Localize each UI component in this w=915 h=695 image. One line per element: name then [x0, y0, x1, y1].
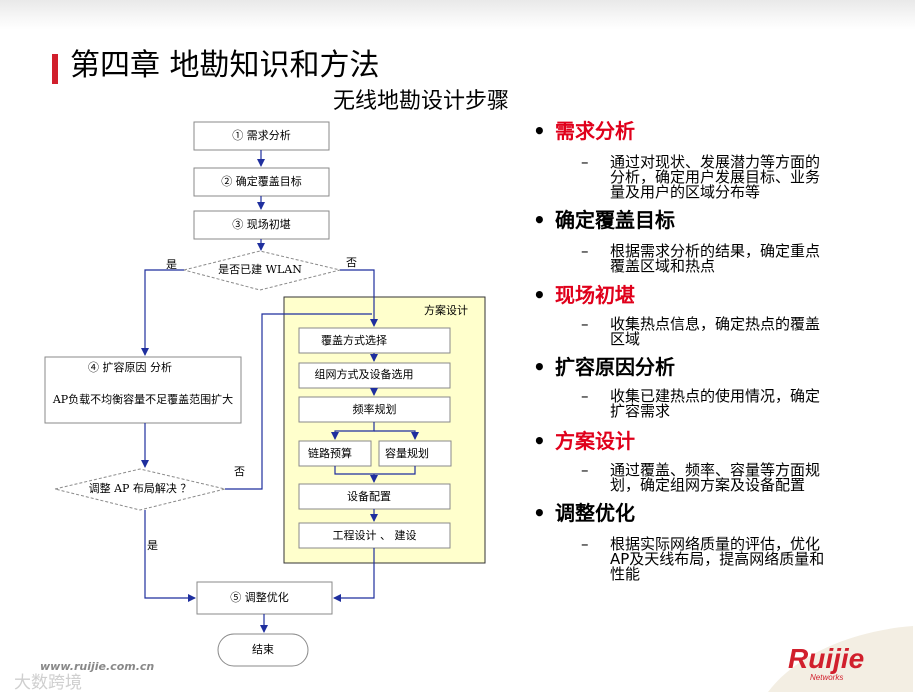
plan-step-3-label: 频率规划	[352, 403, 397, 416]
dash-icon: –	[581, 315, 589, 333]
bullet-desc: 根据需求分析的结果，确定重点覆盖区域和热点	[610, 242, 821, 275]
step-1-box	[193, 121, 330, 151]
bullet-heading: •需求分析	[533, 119, 635, 143]
page-title: 第四章 地勘知识和方法	[70, 48, 380, 83]
plan-step-1-box	[298, 327, 451, 354]
page-subtitle: 无线地勘设计步骤	[333, 89, 510, 114]
dash-icon: –	[581, 242, 589, 260]
dash-icon: –	[581, 461, 589, 479]
plan-step-3-box	[298, 396, 451, 423]
dash-icon: –	[581, 535, 589, 553]
plan-step-4a-box	[298, 440, 372, 467]
plan-step-6-label: 工程设计 、 建设	[332, 529, 417, 542]
bullet-heading-text: 方案设计	[555, 429, 635, 453]
footer-url: www.ruijie.com.cn	[40, 660, 155, 673]
plan-step-5-box	[298, 483, 451, 510]
decision-2-yes-label: 是	[147, 539, 158, 552]
plan-step-5-label: 设备配置	[347, 490, 391, 503]
step-4-body: AP负载不均衡容量不足覆盖范围扩大	[52, 393, 234, 406]
bullet-heading-text: 现场初堪	[555, 283, 635, 307]
decision-1-no-label: 否	[346, 256, 357, 269]
bullet-heading: •扩容原因分析	[533, 355, 675, 379]
top-bar	[0, 0, 915, 30]
step-3-box	[193, 210, 330, 240]
bullet-heading-text: 调整优化	[555, 501, 635, 525]
decision-2-label: 调整 AP 布局解决 ？	[88, 482, 192, 495]
decision-1-yes-label: 是	[166, 258, 177, 271]
bullet-heading-text: 扩容原因分析	[555, 355, 675, 379]
brand-sub: Networks	[810, 673, 843, 682]
decision-2-no-label: 否	[234, 465, 245, 478]
bullet-heading: •调整优化	[533, 501, 635, 525]
step-5-label: ⑤ 调整优化	[230, 591, 289, 604]
dash-icon: –	[581, 387, 589, 405]
bullet-desc: 通过覆盖、频率、容量等方面规划，确定组网方案及设备配置	[610, 461, 821, 494]
bullet-heading: •现场初堪	[533, 283, 635, 307]
bullet-desc: 收集热点信息，确定热点的覆盖区域	[610, 315, 821, 348]
dash-icon: –	[581, 153, 589, 171]
step-2-label: ② 确定覆盖目标	[221, 175, 302, 188]
bullet-desc: 通过对现状、发展潜力等方面的分析，确定用户发展目标、业务量及用户的区域分布等	[610, 153, 821, 201]
step-4-title: ④ 扩容原因 分析	[88, 361, 172, 374]
plan-step-4a-label: 链路预算	[308, 447, 352, 460]
step-5-box	[196, 581, 333, 615]
bullet-desc: 收集已建热点的使用情况，确定扩容需求	[610, 387, 821, 420]
plan-step-2-box	[298, 362, 451, 389]
decision-2-diamond	[54, 468, 226, 511]
decision-1-label: 是否已建 WLAN	[218, 263, 302, 276]
plan-step-4b-box	[378, 440, 452, 467]
plan-step-2-label: 组网方式及设备选用	[314, 368, 414, 381]
step-2-box	[193, 167, 330, 197]
brand-logo: Ruijie Networks	[768, 626, 913, 692]
watermark: 大数跨境	[14, 673, 82, 693]
end-label: 结束	[252, 643, 274, 656]
plan-design-title: 方案设计	[424, 304, 468, 317]
end-box	[217, 633, 309, 667]
plan-step-4b-label: 容量规划	[385, 447, 429, 460]
brand-name: Ruijie	[788, 643, 864, 674]
plan-step-6-box	[298, 522, 451, 549]
step-4-box	[44, 356, 242, 424]
title-accent-bar	[52, 54, 58, 84]
step-1-label: ① 需求分析	[232, 129, 291, 142]
bullet-heading: •确定覆盖目标	[533, 208, 675, 232]
bullet-heading: •方案设计	[533, 429, 635, 453]
bullet-heading-text: 确定覆盖目标	[555, 208, 675, 232]
step-3-label: ③ 现场初堪	[232, 218, 291, 231]
plan-step-1-label: 覆盖方式选择	[321, 334, 387, 347]
bullet-heading-text: 需求分析	[555, 119, 635, 143]
